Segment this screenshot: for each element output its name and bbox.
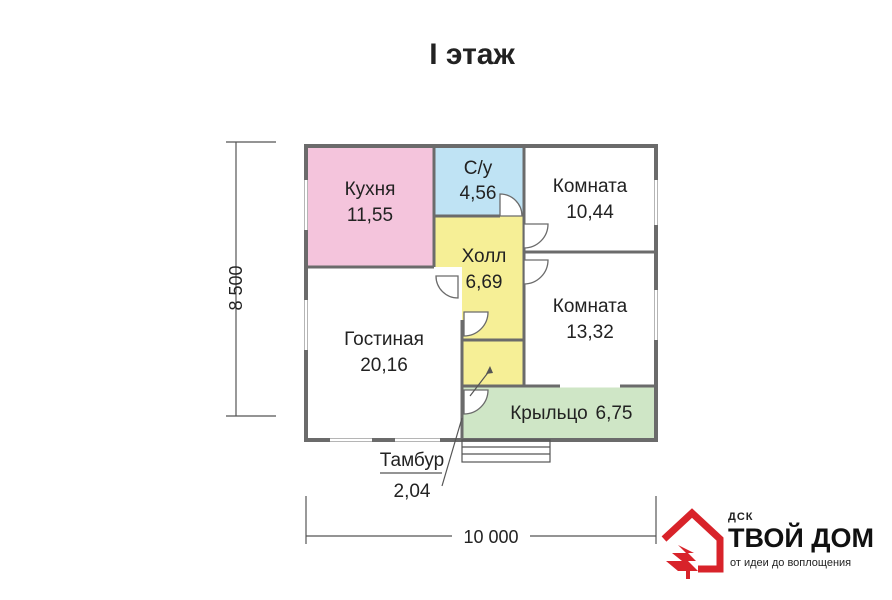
vestibule-leader [441, 417, 463, 487]
house-logo-icon [661, 508, 724, 579]
room2-name: Комната [553, 296, 628, 317]
room1-area: 10,44 [566, 202, 614, 223]
porch-room [462, 386, 656, 440]
kitchen-name: Кухня [345, 179, 396, 200]
kitchen-room [306, 146, 434, 267]
room2-room [524, 252, 656, 386]
bathroom-name: С/у [464, 158, 493, 179]
windows [304, 180, 658, 442]
porch-steps [461, 439, 551, 463]
plan-title: I этаж [429, 38, 515, 71]
height-label: 8 500 [226, 265, 246, 310]
porch-area: 6,75 [596, 403, 633, 424]
vestibule-name: Тамбур [380, 450, 445, 471]
hall-name: Холл [462, 246, 507, 267]
living-room [306, 267, 462, 440]
width-dimension: 10 000 [305, 496, 657, 547]
porch-name: Крыльцо [510, 403, 588, 424]
entry-arrow [469, 366, 493, 397]
vestibule-room [462, 340, 524, 386]
doors [435, 193, 549, 415]
logo-tagline: от идеи до воплощения [730, 557, 852, 569]
height-dimension: 8 500 [226, 141, 276, 417]
company-logo: ДСК ТВОЙ ДОМ от идеи до воплощения [658, 505, 878, 585]
logo-brand-text: ТВОЙ ДОМ [728, 523, 874, 553]
logo-top-text: ДСК [728, 511, 754, 523]
kitchen-area: 11,55 [347, 205, 393, 226]
bathroom-area: 4,56 [460, 183, 497, 204]
width-label: 10 000 [463, 527, 518, 547]
room1-name: Комната [553, 176, 628, 197]
living-area: 20,16 [360, 355, 408, 376]
room2-area: 13,32 [566, 322, 614, 343]
living-name: Гостиная [344, 329, 424, 350]
vestibule-area: 2,04 [394, 481, 431, 502]
hall-area: 6,69 [466, 272, 503, 293]
